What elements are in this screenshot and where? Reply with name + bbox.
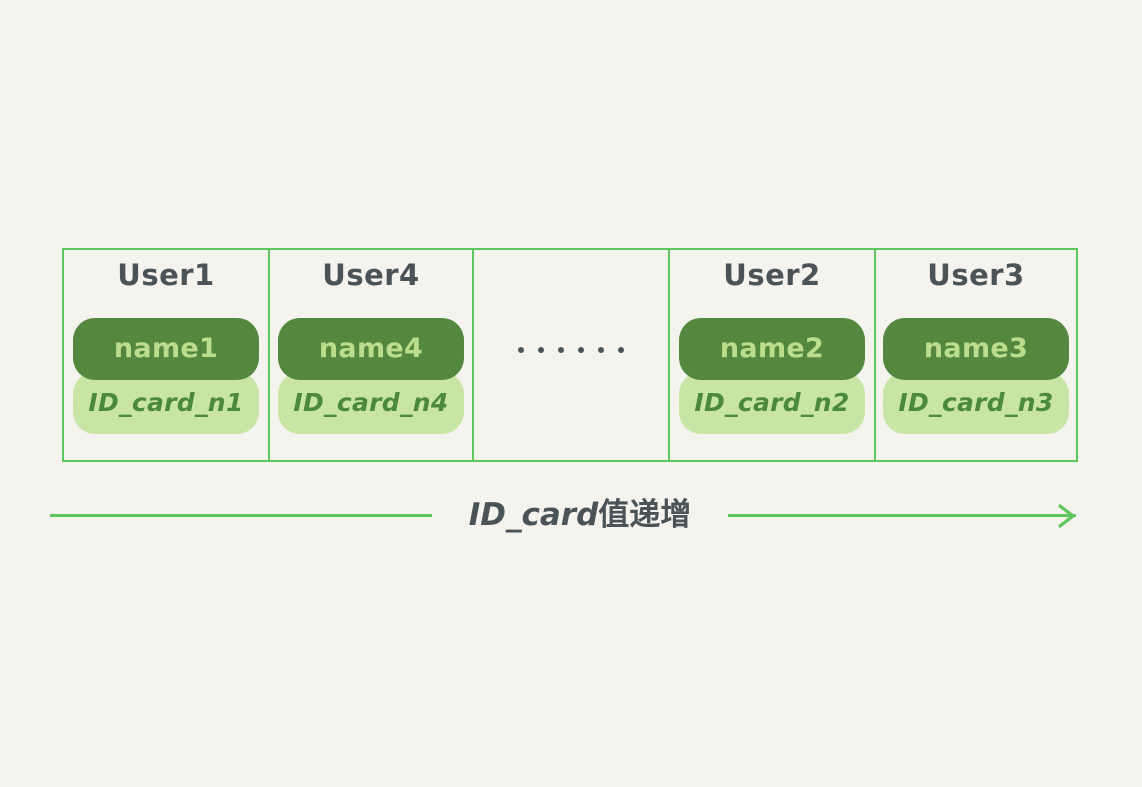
table-cell-user2: User2 name2 ID_card_n2 [670,250,876,460]
table-cell-user1: User1 name1 ID_card_n1 [64,250,270,460]
ellipsis-dot [598,347,604,353]
user-row-table: User1 name1 ID_card_n1 User4 name4 ID_ca… [62,248,1078,462]
id-card-pill: ID_card_n3 [883,372,1069,434]
cell-title: User1 [117,258,215,292]
cell-pills: name2 ID_card_n2 [670,318,874,434]
arrow-label-cjk: 值递增 [598,497,692,533]
cell-title: User3 [927,258,1025,292]
ellipsis-dot [558,347,564,353]
id-card-pill: ID_card_n2 [679,372,865,434]
table-cell-user4: User4 name4 ID_card_n4 [270,250,474,460]
ellipsis-dot [578,347,584,353]
cell-pills: name1 ID_card_n1 [64,318,268,434]
table-cell-ellipsis [474,250,670,460]
cell-pills: name4 ID_card_n4 [270,318,472,434]
increasing-axis-arrow: ID_card值递增 [50,492,1090,544]
arrow-line-left-segment [50,514,432,517]
cell-title: User2 [723,258,821,292]
arrow-label: ID_card值递增 [432,492,728,538]
ellipsis-dot [518,347,524,353]
cell-pills: name3 ID_card_n3 [876,318,1076,434]
arrow-line-right-segment [728,514,1076,517]
arrow-label-latin: ID_card [468,497,599,533]
name-pill: name3 [883,318,1069,380]
ellipsis-dot [538,347,544,353]
name-pill: name1 [73,318,259,380]
cell-title: User4 [322,258,420,292]
table-cell-user3: User3 name3 ID_card_n3 [876,250,1076,460]
name-pill: name2 [679,318,865,380]
name-pill: name4 [278,318,464,380]
ellipsis-dot [618,347,624,353]
id-card-pill: ID_card_n1 [73,372,259,434]
id-card-pill: ID_card_n4 [278,372,464,434]
ellipsis-dots [474,347,668,353]
